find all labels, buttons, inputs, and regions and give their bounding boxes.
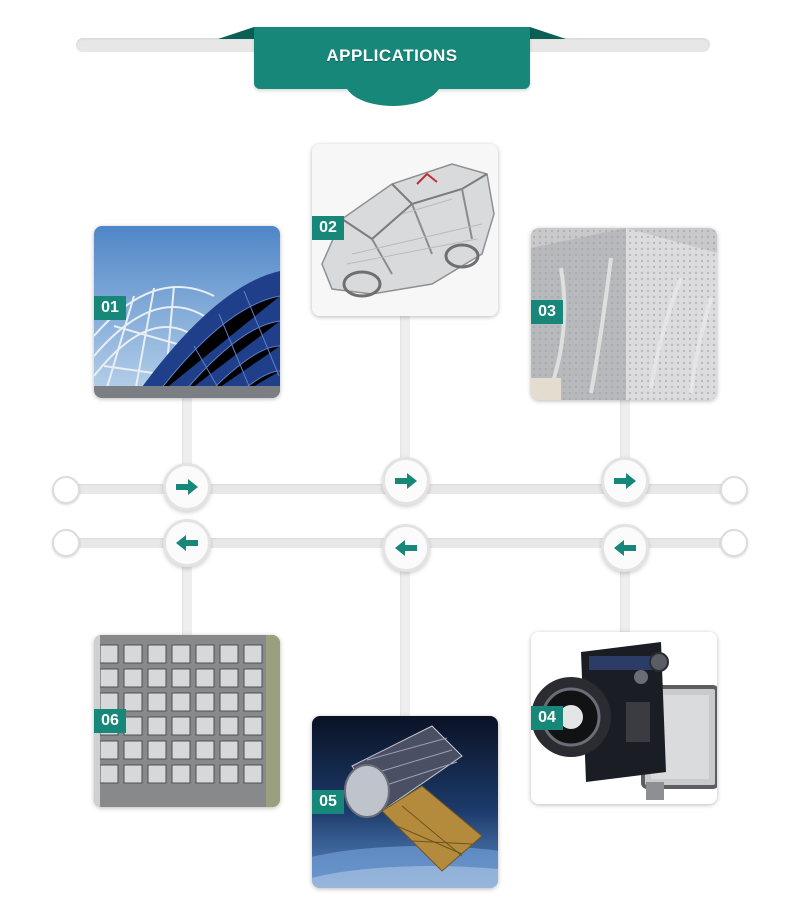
track-end-node [720,476,748,504]
title-ribbon-tab [345,82,441,106]
camera-image [531,632,717,804]
connector-03 [620,398,630,483]
card-number-badge: 04 [531,706,563,730]
connector-04 [620,548,630,632]
application-card-04[interactable]: 04 [531,632,717,804]
timeline-node-forward[interactable] [163,463,211,511]
application-card-03[interactable]: 03 [531,228,717,400]
timeline-node-forward[interactable] [601,457,649,505]
timeline-node-forward[interactable] [382,457,430,505]
ribbon-fold-right [530,27,566,39]
connector-02 [400,315,410,483]
connector-06 [182,545,192,637]
arrow-left-icon [395,540,417,556]
timeline-node-back[interactable] [163,519,211,567]
connector-05 [400,548,410,718]
card-number-badge: 02 [312,216,344,240]
arrow-right-icon [176,479,198,495]
timeline-node-back[interactable] [601,524,649,572]
card-number-badge: 03 [531,300,563,324]
track-end-node [52,476,80,504]
timeline-node-back[interactable] [382,524,430,572]
page-title: APPLICATIONS [326,46,458,65]
card-number-badge: 06 [94,709,126,733]
application-card-01[interactable]: 01 [94,226,280,398]
connector-01 [182,395,192,485]
ribbon-fold-left [218,27,254,39]
arrow-left-icon [176,535,198,551]
arrow-left-icon [614,540,636,556]
application-card-05[interactable]: 05 [312,716,498,888]
title-ribbon [254,27,530,89]
arrow-right-icon [614,473,636,489]
application-card-06[interactable]: 06 [94,635,280,807]
card-number-badge: 01 [94,296,126,320]
application-card-02[interactable]: 02 [312,144,498,316]
solar-panel-roof-image [94,226,280,398]
card-number-badge: 05 [312,790,344,814]
track-end-node [52,529,80,557]
track-end-node [720,529,748,557]
arrow-right-icon [395,473,417,489]
